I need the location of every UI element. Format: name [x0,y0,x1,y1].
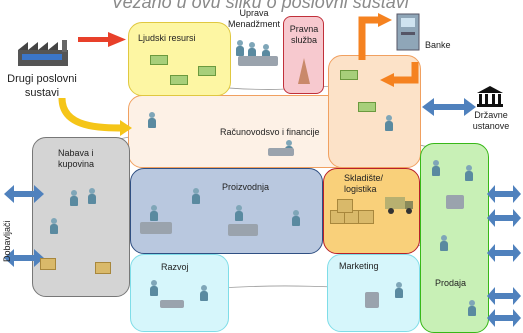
label-banks: Banke [425,40,451,50]
statue-icon [296,58,312,84]
arrow-blue-right-1 [487,185,521,203]
label-accounting: Računovodsvo i financije [220,127,320,137]
machine [228,224,258,236]
person-icon [192,188,200,204]
person-icon [440,235,448,251]
label-hr: Ljudski resursi [138,33,196,43]
person-icon [248,42,256,58]
person-icon [88,188,96,204]
computer-icon [160,300,184,308]
arrow-blue-suppliers-1 [4,185,44,203]
label-development: Razvoj [161,262,189,272]
label-suppliers: Dobavljači [2,220,12,262]
person-icon [395,282,403,298]
machine [140,222,172,234]
arrow-blue-state [422,98,476,116]
boxes-icon [40,258,56,270]
label-sales: Prodaja [435,278,467,288]
label-state: Državne ustanove [472,110,510,131]
zone-procurement [32,137,130,297]
arrow-blue-right-5 [487,309,521,327]
label-management: Uprava Menadžment [228,8,281,29]
arrow-red [78,32,126,47]
person-icon [468,300,476,316]
arrow-orange-up [358,16,380,60]
zone-sales [420,143,489,333]
person-icon [262,44,270,60]
factory-icon [18,40,76,68]
label-production: Proizvodnja [222,182,270,192]
courthouse-icon [477,86,503,108]
arrow-yellow [58,97,126,132]
arrow-blue-right-4 [487,287,521,305]
label-legal: Pravna služba [289,24,319,45]
money-icon [198,66,216,76]
arrow-blue-suppliers-2 [4,249,44,267]
arrow-blue-right-3 [487,244,521,262]
label-other-systems: Drugi poslovni sustavi [7,73,77,99]
computer-icon [365,292,379,308]
person-icon [432,160,440,176]
truck-icon [385,195,415,215]
boxes-icon [95,262,111,274]
person-icon [236,40,244,56]
person-icon [235,205,243,221]
atm-icon [395,12,423,52]
zone-development [130,254,229,332]
money-icon [170,75,188,85]
person-icon [148,112,156,128]
person-icon [70,190,78,206]
label-warehouse: Skladište/ logistika [344,173,384,194]
person-icon [150,205,158,221]
money-icon [340,70,358,80]
desk [268,148,294,156]
arrow-blue-right-2 [487,209,521,227]
person-icon [50,218,58,234]
person-icon [150,280,158,296]
money-icon [150,55,168,65]
arrow-orange-down [392,62,419,84]
zone-production [130,168,323,254]
desk [446,195,464,209]
money-icon [358,102,376,112]
person-icon [292,210,300,226]
meeting-table [238,56,278,66]
page-title: Vezano u ovu sliku o poslovni sustavi [111,0,409,12]
boxes-icon [358,210,374,224]
person-icon [465,165,473,181]
label-marketing: Marketing [339,261,379,271]
person-icon [200,285,208,301]
boxes-icon [337,199,353,213]
label-procurement: Nabava i kupovina [58,148,95,169]
person-icon [385,115,393,131]
